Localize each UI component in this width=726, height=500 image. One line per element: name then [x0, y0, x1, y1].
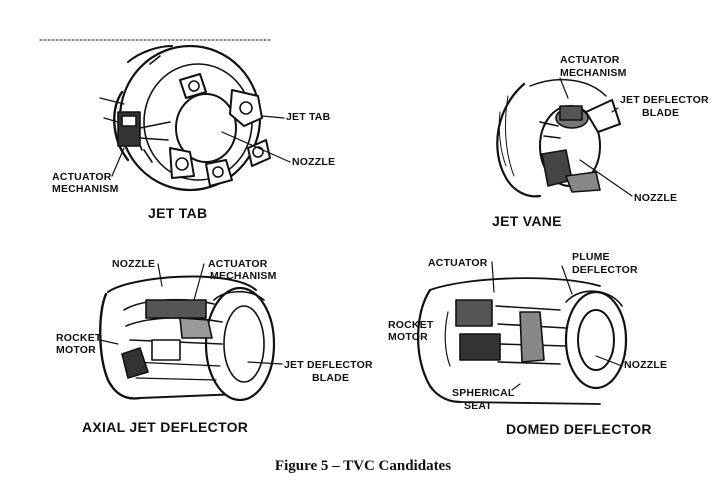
label-motor: MOTOR — [56, 344, 96, 356]
label-actuator: ACTUATOR — [428, 257, 488, 269]
label-deflector: DEFLECTOR — [572, 264, 638, 276]
label-mechanism: MECHANISM — [560, 67, 627, 79]
label-jet-deflector: JET DEFLECTOR — [620, 94, 709, 106]
label-nozzle: NOZZLE — [634, 192, 678, 204]
domed-deflector-drawing — [417, 261, 628, 405]
label-actuator: ACTUATOR — [208, 258, 268, 270]
label-seat: SEAT — [464, 400, 493, 412]
panel-title-axial-jet-deflector: AXIAL JET DEFLECTOR — [82, 419, 249, 435]
jet-vane-drawing — [496, 77, 633, 198]
label-blade: BLADE — [312, 372, 350, 384]
label-jet-tab: JET TAB — [286, 111, 331, 123]
axial-jet-deflector-drawing — [99, 263, 283, 402]
label-plume: PLUME — [572, 251, 610, 263]
jet-tab-drawing — [99, 44, 291, 192]
label-nozzle: NOZZLE — [292, 156, 336, 168]
label-nozzle: NOZZLE — [624, 359, 668, 371]
label-mechanism: MECHANISM — [52, 183, 119, 195]
figure-caption: Figure 5 – TVC Candidates — [274, 458, 452, 474]
label-mechanism: MECHANISM — [210, 270, 277, 282]
label-blade: BLADE — [642, 107, 680, 119]
panel-title-jet-tab: JET TAB — [148, 205, 208, 221]
label-rocket: ROCKET — [56, 332, 102, 344]
label-jet-deflector: JET DEFLECTOR — [284, 359, 373, 371]
label-motor: MOTOR — [388, 331, 428, 343]
panel-title-domed-deflector: DOMED DEFLECTOR — [506, 421, 652, 437]
label-spherical: SPHERICAL — [452, 387, 515, 399]
label-rocket: ROCKET — [388, 319, 434, 331]
label-actuator: ACTUATOR — [560, 54, 620, 66]
label-actuator: ACTUATOR — [52, 171, 112, 183]
label-nozzle: NOZZLE — [112, 258, 156, 270]
panel-title-jet-vane: JET VANE — [492, 213, 562, 229]
